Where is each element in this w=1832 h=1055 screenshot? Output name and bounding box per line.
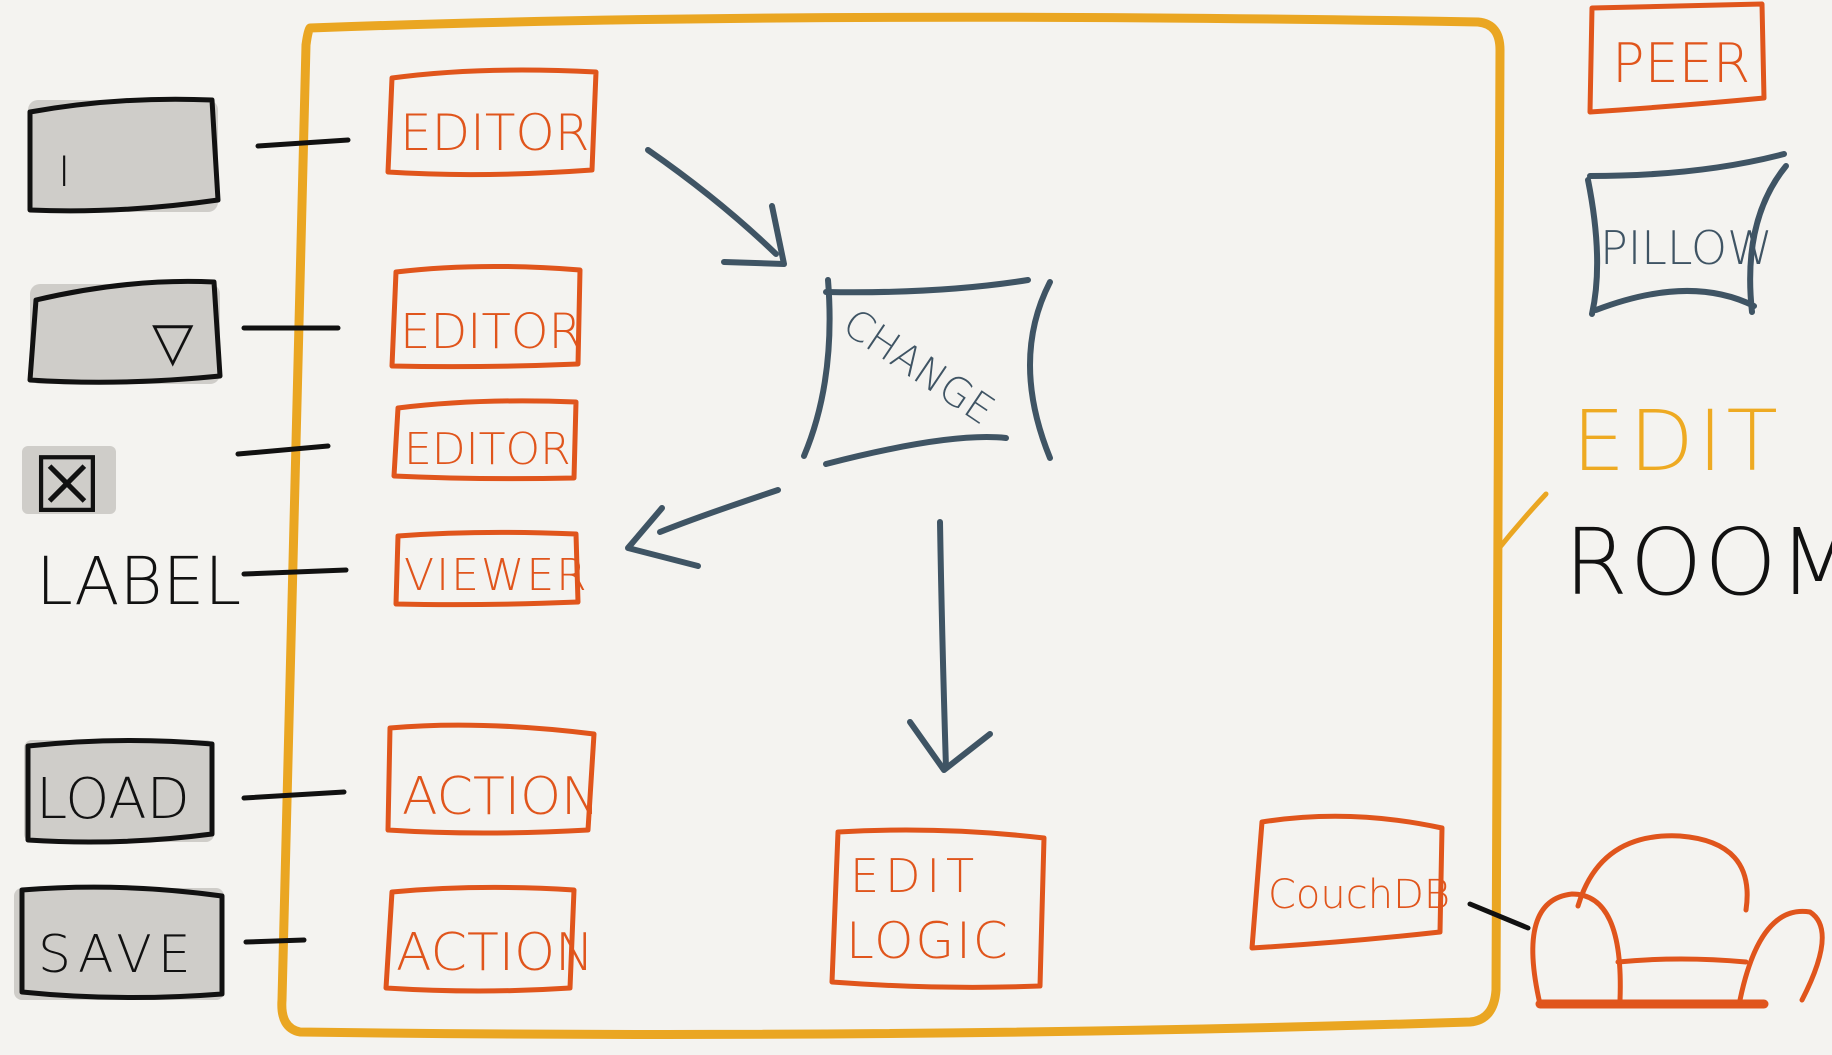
arrow-change-to-viewer <box>657 487 781 535</box>
edit-logic-label-line2: LOGIC <box>846 912 1010 970</box>
couchdb-box: CouchDB <box>1249 813 1450 951</box>
legend-peer: PEER <box>1587 1 1767 115</box>
arrow-editor-to-change <box>645 147 779 257</box>
editor-label-2: EDITOR <box>400 304 582 360</box>
save-button-widget: SAVE <box>14 884 225 1001</box>
action-label-2: ACTION <box>396 923 594 983</box>
editor-label-3: EDITOR <box>404 424 571 475</box>
connector-label <box>241 567 349 577</box>
change-node: CHANGE <box>801 277 1053 467</box>
connector-load <box>241 789 347 801</box>
editor-box-2: EDITOR <box>389 263 583 370</box>
save-button-label: SAVE <box>38 925 197 985</box>
edit-room-border <box>277 12 1505 1039</box>
connector-couchdb-couch <box>1467 901 1531 931</box>
dropdown-widget: ▽ <box>27 278 223 385</box>
edit-logic-box: EDIT LOGIC <box>829 827 1047 990</box>
couch-icon <box>1530 833 1825 1009</box>
arrow-change-to-edit-logic-head <box>907 719 993 773</box>
connector-save <box>243 937 307 945</box>
legend-edit-room-tick <box>1493 491 1549 555</box>
legend-room-label: ROOM <box>1564 509 1832 616</box>
arrow-change-to-edit-logic <box>937 519 949 771</box>
action-box-1: ACTION <box>385 722 600 836</box>
editor-label-1: EDITOR <box>400 104 589 162</box>
checkbox-widget: ☒ <box>22 441 116 531</box>
editor-box-3: EDITOR <box>391 398 579 482</box>
action-box-2: ACTION <box>383 884 594 994</box>
text-input-widget: I <box>27 96 221 214</box>
arrow-editor-to-change-head <box>721 203 787 267</box>
pillow-icon: PILLOW <box>1600 221 1773 275</box>
label-widget: LABEL <box>36 543 241 620</box>
text-input-cursor: I <box>58 147 70 196</box>
change-label: CHANGE <box>834 300 1002 434</box>
legend-pillow: PILLOW <box>1585 151 1789 317</box>
load-button-label: LOAD <box>36 767 190 832</box>
couchdb-label: CouchDB <box>1268 872 1450 918</box>
load-button-widget: LOAD <box>24 737 215 845</box>
arrow-change-to-viewer-head <box>625 505 701 569</box>
connector-checkbox <box>235 443 331 457</box>
edit-logic-label-line1: EDIT <box>850 849 980 903</box>
connector-text-input <box>255 137 351 149</box>
viewer-label: VIEWER <box>404 550 589 601</box>
action-label-1: ACTION <box>402 767 600 827</box>
editor-box-1: EDITOR <box>385 67 599 178</box>
checkbox-checked-icon: ☒ <box>32 441 102 531</box>
legend-peer-label: PEER <box>1612 32 1750 95</box>
viewer-box: VIEWER <box>393 529 589 608</box>
chevron-down-icon: ▽ <box>152 310 194 373</box>
legend-edit-label: EDIT <box>1572 392 1782 490</box>
